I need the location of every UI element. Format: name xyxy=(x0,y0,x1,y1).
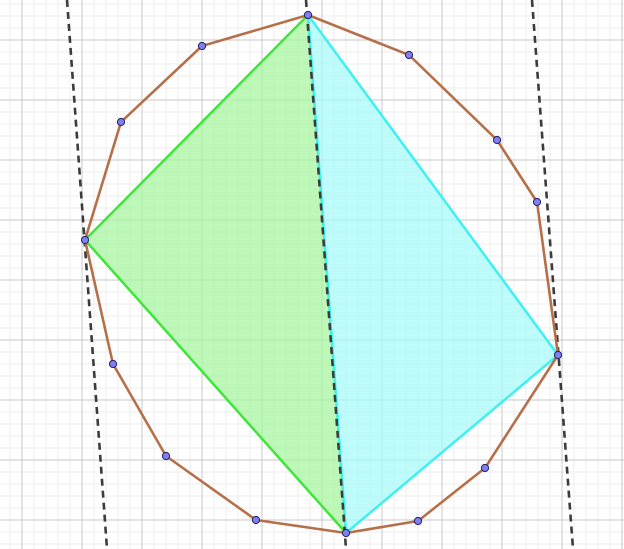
vertex-point[interactable] xyxy=(480,463,490,473)
vertex-points xyxy=(80,10,563,538)
vertex-point[interactable] xyxy=(197,41,207,51)
vertex-point[interactable] xyxy=(108,359,118,369)
left-triangle[interactable] xyxy=(83,13,348,535)
vertex-bottom[interactable] xyxy=(341,528,351,538)
dashed-line-right[interactable] xyxy=(530,0,575,549)
dashed-line-left[interactable] xyxy=(65,0,109,549)
dashed-line-middle[interactable] xyxy=(304,0,348,549)
vertex-point[interactable] xyxy=(413,516,423,526)
vertex-point[interactable] xyxy=(116,117,126,127)
vertex-point[interactable] xyxy=(251,515,261,525)
vertex-point[interactable] xyxy=(161,451,171,461)
vertex-right[interactable] xyxy=(553,350,563,360)
vertex-point[interactable] xyxy=(532,197,542,207)
vertex-top[interactable] xyxy=(303,10,313,20)
vertex-point[interactable] xyxy=(404,50,414,60)
vertex-left[interactable] xyxy=(80,235,90,245)
right-triangle[interactable] xyxy=(306,13,560,535)
vertex-point[interactable] xyxy=(492,135,502,145)
